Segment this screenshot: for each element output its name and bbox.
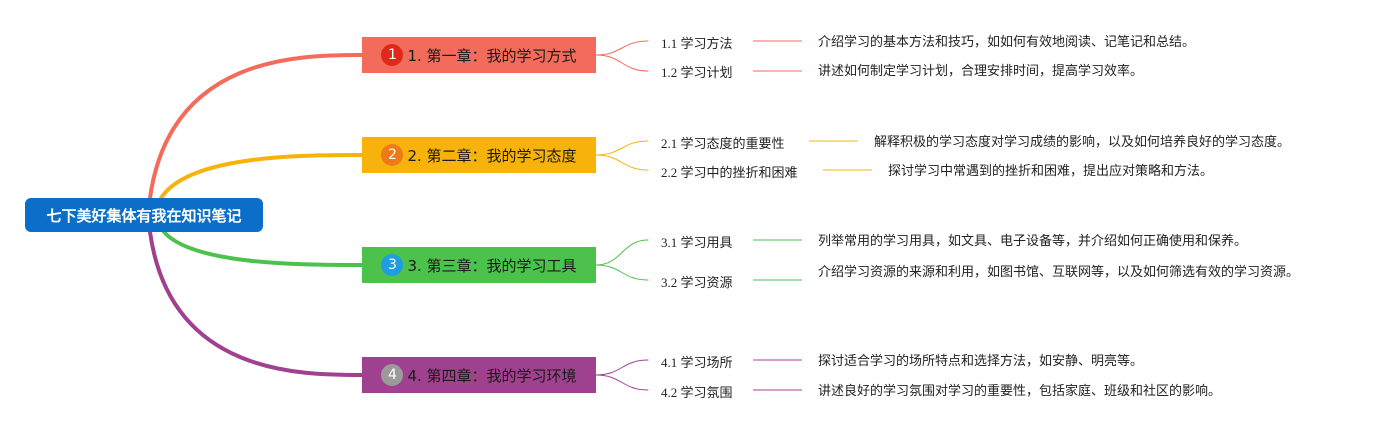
chapter-2-title: 2. 第二章：我的学习态度 xyxy=(407,146,577,165)
sub-connector-1-1 xyxy=(595,40,649,56)
number-badge-4: 4 xyxy=(381,364,404,386)
sub-connector-2-2 xyxy=(595,154,649,171)
root-topic-label: 七下美好集体有我在知识笔记 xyxy=(46,206,242,225)
description-1-2: 讲述如何制定学习计划，合理安排时间，提高学习效率。 xyxy=(818,63,1144,78)
branch-connector-1 xyxy=(148,53,364,200)
subtopic-4-2[interactable]: 4.2 学习氛围 xyxy=(661,385,733,400)
sub-connector-3-1 xyxy=(595,239,649,266)
branch-connector-3 xyxy=(158,224,364,267)
subtopic-2-1[interactable]: 2.1 学习态度的重要性 xyxy=(661,136,785,151)
sub-connector-2-1 xyxy=(595,140,649,156)
branch-connector-2 xyxy=(156,153,364,206)
chapter-2-node[interactable]: 2 2. 第二章：我的学习态度 xyxy=(362,137,596,173)
description-4-2: 讲述良好的学习氛围对学习的重要性，包括家庭、班级和社区的影响。 xyxy=(818,383,1222,398)
description-3-1: 列举常用的学习用具，如文具、电子设备等，并介绍如何正确使用和保养。 xyxy=(818,233,1248,248)
chapter-4-node[interactable]: 4 4. 第四章：我的学习环境 xyxy=(362,357,596,393)
branch-connector-4 xyxy=(148,230,364,377)
description-3-2: 介绍学习资源的来源和利用，如图书馆、互联网等，以及如何筛选有效的学习资源。 xyxy=(818,264,1300,279)
number-badge-3: 3 xyxy=(381,254,404,276)
subtopic-3-2[interactable]: 3.2 学习资源 xyxy=(661,275,733,290)
sub-connector-1-2 xyxy=(595,54,649,72)
sub-connector-3-2 xyxy=(595,264,649,281)
subtopic-1-1[interactable]: 1.1 学习方法 xyxy=(661,36,733,51)
subtopic-1-2[interactable]: 1.2 学习计划 xyxy=(661,65,733,80)
chapter-1-title: 1. 第一章：我的学习方式 xyxy=(407,46,577,65)
number-badge-2: 2 xyxy=(381,144,404,166)
chapter-3-title: 3. 第三章：我的学习工具 xyxy=(407,256,577,275)
subtopic-4-1[interactable]: 4.1 学习场所 xyxy=(661,355,733,370)
chapter-3-node[interactable]: 3 3. 第三章：我的学习工具 xyxy=(362,247,596,283)
number-badge-1: 1 xyxy=(381,44,404,66)
subtopic-2-2[interactable]: 2.2 学习中的挫折和困难 xyxy=(661,165,798,180)
description-2-1: 解释积极的学习态度对学习成绩的影响，以及如何培养良好的学习态度。 xyxy=(874,134,1291,149)
subtopic-3-1[interactable]: 3.1 学习用具 xyxy=(661,235,733,250)
sub-connector-4-2 xyxy=(595,374,649,391)
description-4-1: 探讨适合学习的场所特点和选择方法，如安静、明亮等。 xyxy=(818,353,1144,368)
root-topic[interactable]: 七下美好集体有我在知识笔记 xyxy=(25,198,263,232)
description-1-1: 介绍学习的基本方法和技巧，如如何有效地阅读、记笔记和总结。 xyxy=(818,34,1196,49)
chapter-1-node[interactable]: 1 1. 第一章：我的学习方式 xyxy=(362,37,596,73)
sub-connector-4-1 xyxy=(595,359,649,376)
chapter-4-title: 4. 第四章：我的学习环境 xyxy=(407,366,577,385)
description-2-2: 探讨学习中常遇到的挫折和困难，提出应对策略和方法。 xyxy=(888,163,1214,178)
